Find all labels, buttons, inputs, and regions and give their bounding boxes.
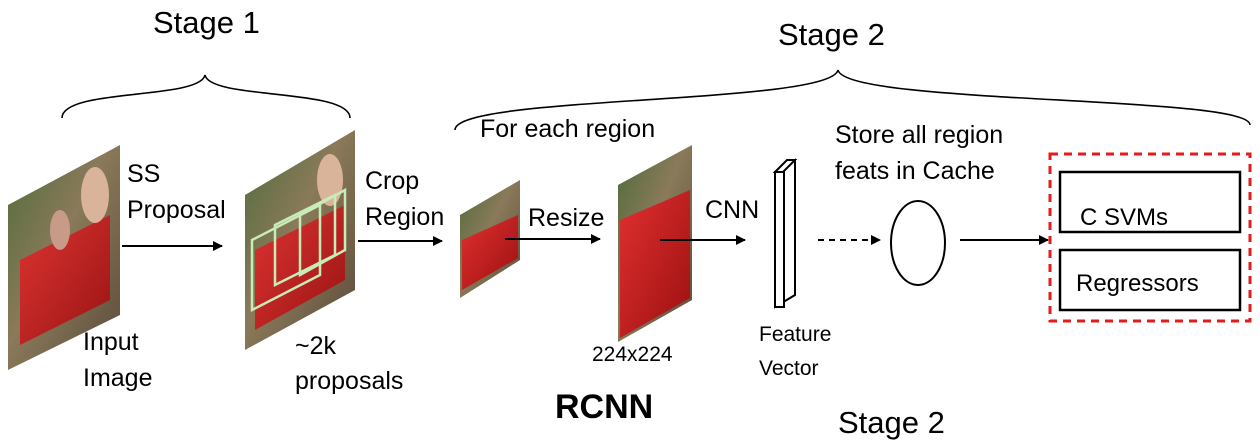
proposals-label: proposals	[295, 367, 404, 395]
feature-label: Feature	[759, 323, 832, 346]
rcnn-title: RCNN	[555, 388, 654, 426]
svms-label: C SVMs	[1080, 204, 1169, 231]
input-label: Input	[83, 328, 139, 356]
stage-partial-label: Stage 2	[838, 405, 945, 440]
ss-label: SS	[127, 160, 161, 188]
resize-label: Resize	[528, 204, 605, 232]
output-dashed-box	[1048, 152, 1252, 323]
crop-label: Crop	[365, 167, 420, 195]
stage1-brace	[61, 74, 351, 119]
svms-box	[1058, 170, 1242, 234]
cache-ellipse	[890, 200, 946, 286]
for-each-region-label: For each region	[480, 115, 656, 143]
proposals-photo	[245, 130, 355, 350]
store-cache-label-1: Store all region	[835, 121, 1004, 149]
cropped-region-photo	[460, 180, 520, 298]
feature-vector-bar	[772, 158, 798, 309]
resized-region-photo	[618, 145, 692, 342]
diagram-graphics	[8, 69, 1252, 370]
regressors-label: Regressors	[1076, 270, 1199, 297]
proposal-label: Proposal	[127, 196, 226, 224]
input-image-photo	[8, 145, 120, 370]
store-cache-label-2: feats in Cache	[835, 157, 995, 185]
stage1-label: Stage 1	[153, 5, 260, 40]
rcnn-pipeline-diagram: Stage 1 Stage 2 SS Proposal Input Image …	[8, 5, 1252, 440]
proposals-count-label: ~2k	[295, 332, 337, 360]
cnn-label: CNN	[705, 196, 760, 224]
vector-label: Vector	[759, 357, 819, 380]
stage2-label: Stage 2	[778, 17, 885, 52]
regressors-box	[1058, 248, 1242, 312]
region-label: Region	[365, 203, 445, 231]
image-label: Image	[83, 364, 153, 392]
stage2-brace	[454, 69, 1251, 131]
size-224-label: 224x224	[592, 343, 673, 366]
